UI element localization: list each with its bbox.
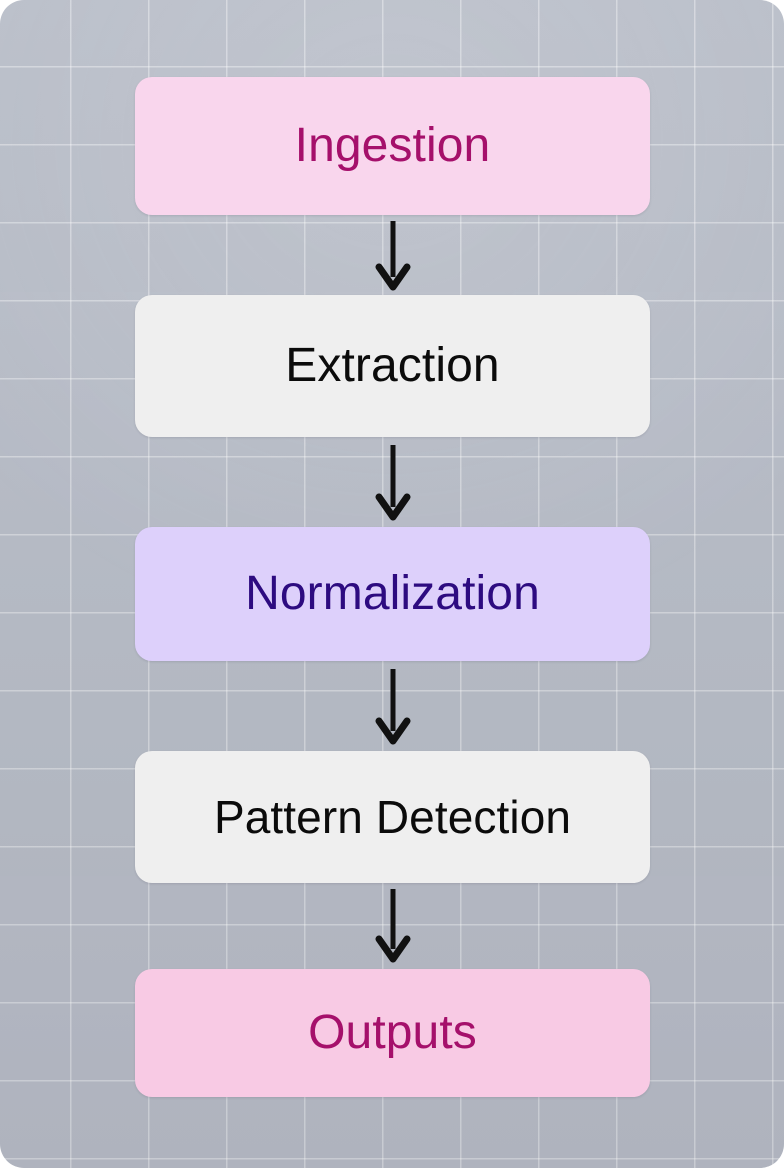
flow-node-label: Normalization: [245, 566, 540, 620]
flow-arrow-normalization-to-pattern-detection: [373, 661, 413, 751]
flow-node-outputs[interactable]: Outputs: [135, 969, 650, 1097]
arrow-down-icon: [375, 221, 410, 291]
flow-arrow-ingestion-to-extraction: [373, 215, 413, 295]
flow-node-label: Extraction: [285, 338, 500, 392]
flowchart: Ingestion Extraction Normalization: [135, 77, 650, 1097]
flow-node-label: Pattern Detection: [213, 790, 572, 843]
flow-node-pattern-detection[interactable]: Pattern Detection: [135, 751, 650, 883]
flow-arrow-extraction-to-normalization: [373, 437, 413, 527]
arrow-down-icon: [375, 889, 410, 963]
arrow-down-icon: [375, 669, 410, 745]
flow-node-label: Outputs: [308, 1005, 477, 1059]
arrow-down-icon: [375, 445, 410, 521]
flow-node-label: Ingestion: [294, 118, 491, 172]
flow-arrow-pattern-detection-to-outputs: [373, 883, 413, 969]
flow-node-normalization[interactable]: Normalization: [135, 527, 650, 661]
flow-node-extraction[interactable]: Extraction: [135, 295, 650, 437]
flow-node-ingestion[interactable]: Ingestion: [135, 77, 650, 215]
